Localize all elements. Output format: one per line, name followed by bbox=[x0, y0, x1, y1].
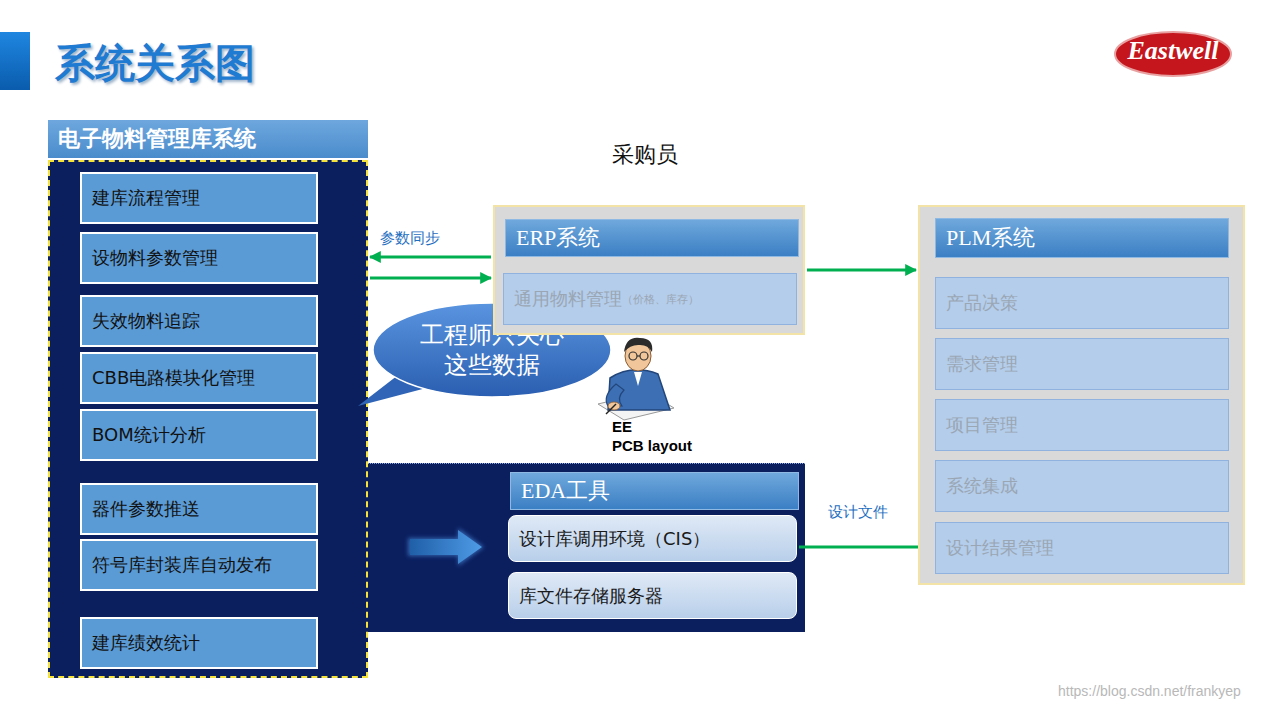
tool-box: 设计库调用环境（CIS） bbox=[508, 515, 797, 562]
green-arrow bbox=[807, 269, 916, 272]
speech-bubble: 工程师只关心 这些数据 bbox=[372, 302, 612, 398]
system-header: EDA工具 bbox=[510, 472, 799, 510]
box-text: CBB电路模块化管理 bbox=[92, 366, 255, 390]
module-box: 符号库封装库自动发布 bbox=[80, 539, 318, 591]
box-text: 产品决策 bbox=[946, 291, 1018, 315]
engineer-figure bbox=[588, 334, 684, 422]
edge-label: 设计文件 bbox=[828, 503, 888, 522]
panel-body bbox=[48, 160, 368, 678]
module-box: 设物料参数管理 bbox=[80, 232, 318, 284]
box-text: 通用物料管理 bbox=[514, 287, 622, 311]
module-box: CBB电路模块化管理 bbox=[80, 352, 318, 404]
edge-label: 参数同步 bbox=[380, 229, 440, 248]
module-box: BOM统计分析 bbox=[80, 409, 318, 461]
module-box: 建库流程管理 bbox=[80, 172, 318, 224]
role-label: EE bbox=[612, 418, 632, 435]
box-text: 建库绩效统计 bbox=[92, 631, 200, 655]
role-label: PCB layout bbox=[612, 437, 692, 454]
system-header: ERP系统 bbox=[505, 219, 799, 257]
title-bar bbox=[0, 32, 30, 90]
box-text: 设计结果管理 bbox=[946, 536, 1054, 560]
box-text: 库文件存储服务器 bbox=[519, 584, 663, 608]
function-box: 产品决策 bbox=[935, 277, 1229, 329]
system-panel: ERP系统通用物料管理（价格、库存） bbox=[493, 205, 805, 335]
watermark: https://blog.csdn.net/frankyep bbox=[1058, 683, 1241, 699]
function-box: 通用物料管理（价格、库存） bbox=[503, 273, 797, 325]
green-arrow bbox=[370, 256, 491, 259]
function-box: 系统集成 bbox=[935, 460, 1229, 512]
box-text: 器件参数推送 bbox=[92, 497, 200, 521]
logo-text: Eastwell bbox=[1118, 36, 1228, 66]
bubble-text: 工程师只关心 这些数据 bbox=[412, 320, 572, 380]
system-header: PLM系统 bbox=[935, 218, 1229, 258]
system-panel: 电子物料管理库系统建库流程管理设物料参数管理失效物料追踪 CBB电路模块化管理 BO… bbox=[48, 120, 368, 678]
green-arrow bbox=[799, 546, 933, 549]
box-text: 项目管理 bbox=[946, 413, 1018, 437]
page-title: 系统关系图 bbox=[55, 36, 255, 91]
function-box: 项目管理 bbox=[935, 399, 1229, 451]
function-box: 需求管理 bbox=[935, 338, 1229, 390]
box-text: 系统集成 bbox=[946, 474, 1018, 498]
logo-ellipse bbox=[1112, 28, 1234, 80]
tool-box: 库文件存储服务器 bbox=[508, 572, 797, 619]
panel-header: 电子物料管理库系统 bbox=[48, 120, 368, 158]
box-text: 需求管理 bbox=[946, 352, 1018, 376]
bubble-shape bbox=[372, 302, 612, 398]
box-text: 符号库封装库自动发布 bbox=[92, 553, 272, 577]
system-panel: PLM系统产品决策需求管理项目管理系统集成设计结果管理 bbox=[918, 205, 1245, 585]
box-text: 设计库调用环境（CIS） bbox=[519, 527, 710, 551]
module-box: 器件参数推送 bbox=[80, 483, 318, 535]
box-text: BOM统计分析 bbox=[92, 423, 206, 447]
green-arrow bbox=[370, 277, 491, 280]
role-label: 采购员 bbox=[612, 140, 678, 170]
function-box: 设计结果管理 bbox=[935, 522, 1229, 574]
module-box: 建库绩效统计 bbox=[80, 617, 318, 669]
block-arrow bbox=[400, 522, 492, 572]
box-subtext: （价格、库存） bbox=[622, 292, 699, 307]
box-text: 设物料参数管理 bbox=[92, 246, 218, 270]
system-panel: EDA工具设计库调用环境（CIS） 库文件存储服务器 bbox=[508, 470, 799, 622]
module-box: 失效物料追踪 bbox=[80, 295, 318, 347]
box-text: 建库流程管理 bbox=[92, 186, 200, 210]
box-text: 失效物料追踪 bbox=[92, 309, 200, 333]
